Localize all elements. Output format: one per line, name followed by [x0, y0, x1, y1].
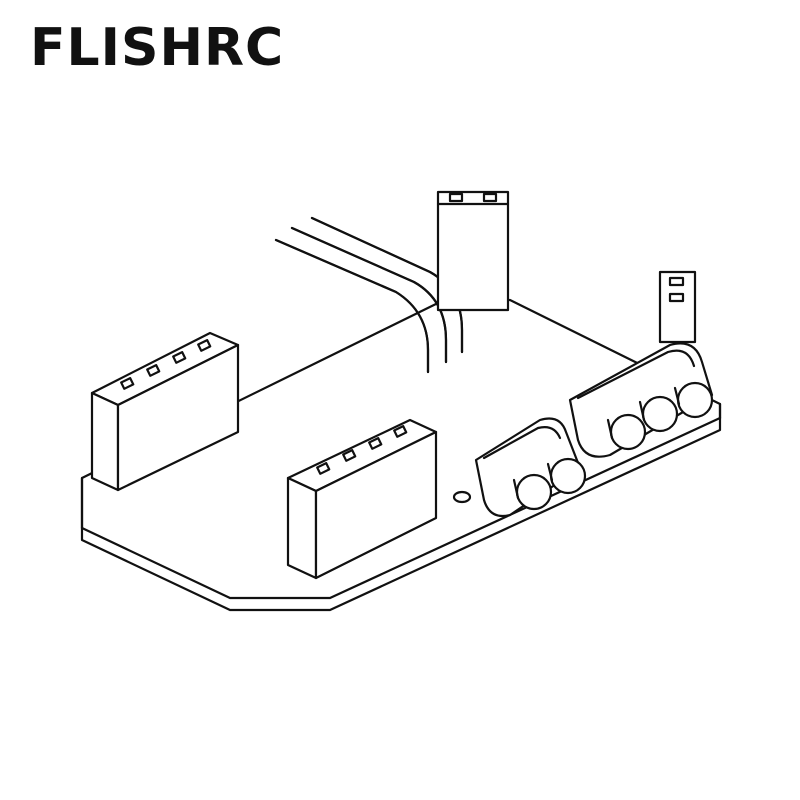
- brand-logo: FLISHRC: [30, 18, 285, 78]
- button-cluster-three: [568, 342, 714, 458]
- pin-header-front: [286, 418, 438, 580]
- small-connector: [658, 270, 697, 344]
- tall-connector: [436, 190, 510, 312]
- pin-header-left: [90, 331, 240, 492]
- button-cluster-two: [474, 417, 587, 518]
